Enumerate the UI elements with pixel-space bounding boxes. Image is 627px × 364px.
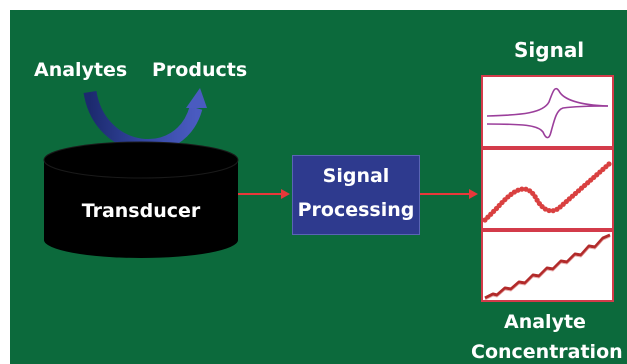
arrow-transducer-to-processing	[238, 189, 290, 199]
curve-dot	[515, 187, 521, 193]
cyclic-voltammogram-graph	[481, 75, 614, 148]
arrow-processing-to-signal	[420, 189, 478, 199]
concentration-staircase-graph	[481, 230, 614, 302]
analytes-label: Analytes	[34, 59, 128, 81]
curve-dot	[519, 186, 525, 192]
curve-dot	[546, 207, 552, 214]
signal-label: Signal	[514, 38, 585, 62]
signal-dotted-curve-graph	[481, 148, 614, 230]
signal-processing-label-line1: Signal	[322, 165, 390, 187]
products-label: Products	[152, 59, 248, 81]
signal-processing-box	[292, 155, 420, 235]
analyte-label-line2: Concentration	[471, 341, 623, 363]
curve-dot	[606, 161, 612, 167]
transducer-label: Transducer	[81, 200, 201, 222]
analyte-label-line1: Analyte	[504, 311, 586, 333]
signal-processing-label-line2: Processing	[297, 199, 415, 221]
